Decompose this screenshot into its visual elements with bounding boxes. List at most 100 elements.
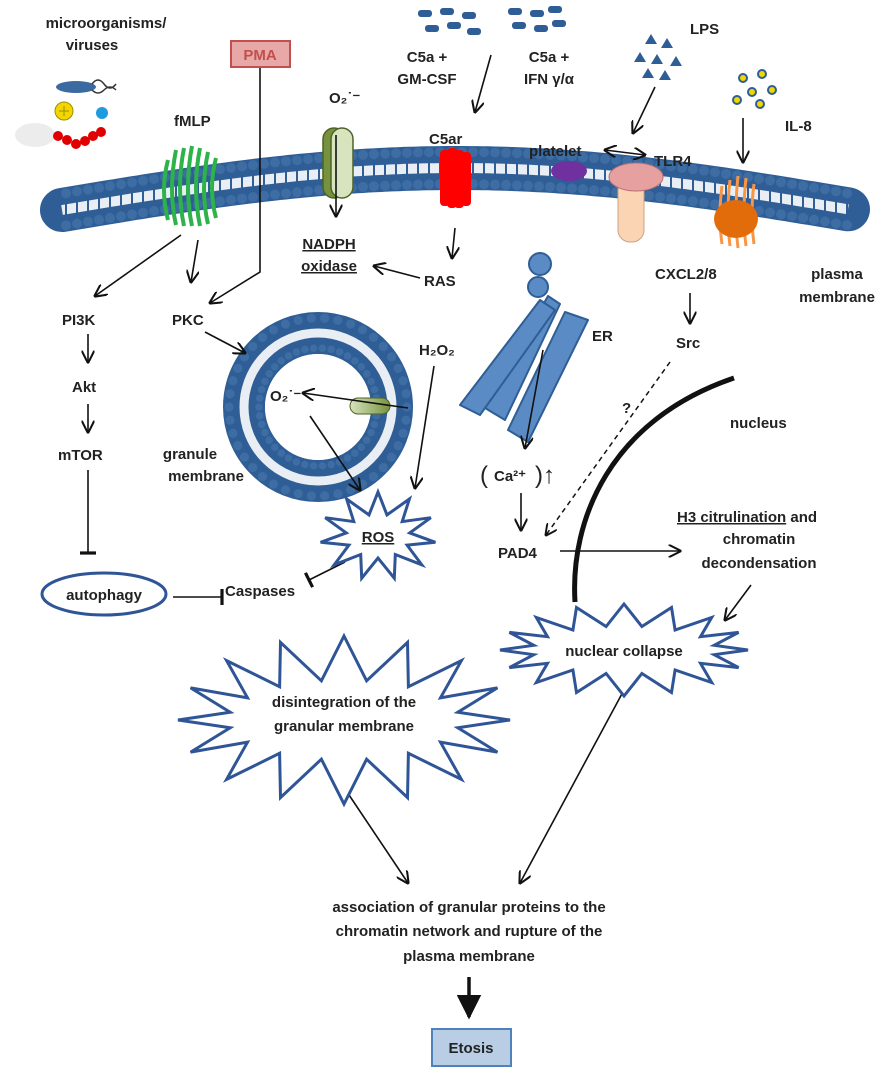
lipid-head — [402, 147, 412, 158]
lipid-head — [386, 352, 397, 362]
lipid-head — [378, 462, 388, 473]
lipid-head — [831, 218, 841, 229]
labels: microorganisms/ viruses PMA C5a + GM-CSF… — [46, 15, 875, 1057]
lipid-head — [393, 363, 403, 373]
lipid-head — [798, 180, 808, 191]
lipid-head — [677, 194, 687, 205]
lipid-head — [292, 187, 302, 198]
lipid-head — [501, 147, 511, 158]
lipid-head — [257, 471, 268, 482]
lipid-head — [94, 182, 104, 193]
label-c5ar: C5ar — [429, 131, 463, 148]
lipid-head — [228, 376, 238, 386]
lipid-head — [350, 357, 359, 365]
label-ros: ROS — [362, 529, 395, 546]
lipid-head — [233, 441, 243, 451]
lipid-head — [710, 199, 720, 210]
lipid-head — [699, 197, 709, 208]
label-plasma-line2: membrane — [799, 289, 875, 306]
lipid-head — [257, 385, 266, 394]
tlr4-receptor-icon — [608, 162, 664, 243]
lipid-head — [367, 377, 375, 386]
lipid-head — [225, 389, 235, 399]
lipid-head — [270, 363, 279, 371]
lipid-head — [401, 415, 411, 425]
lipid-head — [327, 345, 335, 354]
lipid-head — [391, 148, 401, 159]
label-tlr4: TLR4 — [654, 153, 692, 170]
lipid-head — [215, 196, 225, 207]
label-h3-line2: chromatin — [723, 531, 796, 548]
lipid-head — [72, 218, 82, 229]
label-h3-line3: decondensation — [701, 555, 816, 572]
c5a-molecules-icon — [418, 6, 566, 35]
lipid-head — [721, 168, 731, 179]
lipid-head — [237, 193, 247, 204]
lipid-head — [831, 186, 841, 197]
lipid-head — [149, 173, 159, 184]
lipid-head — [378, 341, 388, 352]
lipid-head — [215, 164, 225, 175]
lipid-head — [655, 159, 665, 170]
lipid-head — [248, 192, 258, 203]
lipid-head — [688, 196, 698, 207]
lipid-head — [398, 428, 408, 438]
lipid-head — [357, 363, 366, 371]
label-platelet: platelet — [529, 143, 582, 160]
lipid-head — [259, 158, 269, 169]
lipid-head — [398, 376, 408, 386]
lipid-head — [292, 458, 301, 466]
lipid-head — [350, 449, 359, 457]
lipid-head — [309, 344, 318, 352]
lipid-head — [343, 352, 352, 360]
lipid-head — [306, 491, 316, 501]
label-h2o2: H₂O₂ — [419, 342, 455, 359]
granule-vesicle — [223, 312, 413, 502]
lipid-head — [666, 161, 676, 172]
lipid-head — [534, 149, 544, 160]
lipid-head — [776, 209, 786, 220]
label-granule-line2: membrane — [168, 468, 244, 485]
lipid-head — [345, 319, 356, 329]
fmlp-receptor-icon — [162, 145, 218, 227]
lipid-head — [787, 179, 797, 190]
label-er: ER — [592, 328, 613, 345]
nucleus-envelope — [572, 375, 735, 603]
il8-particles-icon — [732, 69, 777, 109]
lipid-head — [277, 357, 286, 365]
lipid-head — [314, 153, 324, 164]
lipid-head — [699, 165, 709, 176]
lipid-head — [732, 170, 742, 181]
lipid-head — [820, 216, 830, 227]
pma-box — [230, 40, 291, 68]
lipid-head — [301, 345, 309, 354]
lipid-head — [413, 179, 423, 190]
il8-receptor-icon — [714, 175, 758, 249]
lipid-head — [333, 315, 343, 325]
lipid-head — [369, 181, 379, 192]
lipid-head — [523, 148, 533, 159]
lipid-head — [255, 411, 264, 420]
lipid-head — [776, 177, 786, 188]
lipid-head — [105, 181, 115, 192]
label-viruses: viruses — [66, 37, 119, 54]
lipid-head — [567, 183, 577, 194]
lipid-head — [61, 220, 71, 231]
label-akt: Akt — [72, 379, 96, 396]
lipid-head — [357, 325, 368, 335]
nadph-oxidase-channel-icon — [322, 127, 354, 199]
platelet-icon — [551, 161, 587, 181]
label-pma: PMA — [243, 47, 277, 64]
label-calcium-paren-open: ( — [480, 462, 488, 489]
lipid-head — [754, 173, 764, 184]
granule-membrane-core — [239, 328, 397, 486]
granule-lumen — [265, 354, 371, 460]
c5ar-receptor-icon — [440, 148, 471, 208]
lipid-head — [268, 325, 279, 335]
lipid-head — [655, 191, 665, 202]
label-c5a-ifn-line1: C5a + — [529, 49, 570, 66]
lipid-head — [578, 152, 588, 163]
lipid-head — [265, 369, 274, 378]
microorganisms-icon — [15, 79, 117, 149]
